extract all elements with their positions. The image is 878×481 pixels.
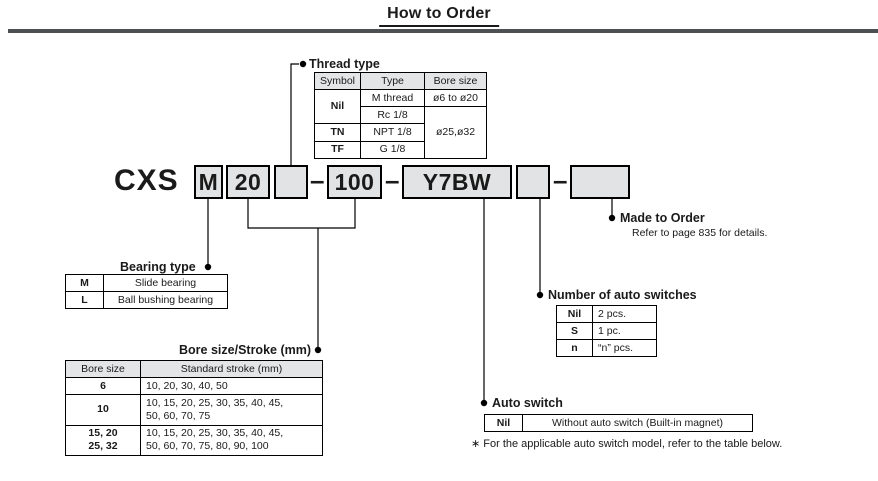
qty-desc-2pcs: 2 pcs.	[592, 304, 657, 324]
page-title: How to Order	[379, 5, 499, 27]
table-row: Nil Without auto switch (Built-in magnet…	[484, 413, 753, 433]
bearing-type-label: Bearing type	[120, 260, 196, 274]
thread-type-label: Thread type	[309, 57, 380, 71]
thread-type-m-thread: M thread	[360, 89, 425, 108]
qty-symbol-n: n	[556, 339, 593, 358]
table-row: M Slide bearing	[65, 273, 228, 293]
thread-symbol-tn: TN	[314, 123, 361, 142]
bore-6: 6	[65, 377, 141, 396]
auto-switch-desc: Without auto switch (Built-in magnet)	[522, 413, 753, 433]
col-header-bore-size: Bore size	[424, 71, 487, 91]
table-row: 10 10, 15, 20, 25, 30, 35, 40, 45, 50, 6…	[65, 394, 323, 426]
made-to-order-bullet	[608, 214, 616, 222]
bore-stroke-label: Bore size/Stroke (mm)	[179, 343, 311, 357]
thread-symbol-tf: TF	[314, 140, 361, 159]
made-to-order-note: Refer to page 835 for details.	[632, 227, 768, 239]
qty-desc-1pc: 1 pc.	[592, 322, 657, 341]
col-header-stroke: Standard stroke (mm)	[140, 359, 323, 379]
made-to-order-code-box	[570, 165, 630, 199]
switch-qty-code-box	[516, 165, 550, 199]
bearing-desc-slide: Slide bearing	[103, 273, 228, 293]
col-header-symbol: Symbol	[314, 71, 361, 91]
dash-separator: –	[385, 165, 400, 195]
thread-code-box	[274, 165, 308, 199]
table-row: Nil M thread ø6 to ø20	[314, 89, 487, 125]
auto-switch-note: ∗ For the applicable auto switch model, …	[471, 438, 783, 450]
bearing-type-bullet	[204, 263, 212, 271]
auto-switch-code-box: Y7BW	[402, 165, 512, 199]
qty-symbol-s: S	[556, 322, 593, 341]
bearing-code-box: M	[194, 165, 223, 199]
title-divider	[8, 29, 878, 33]
table-row: TN NPT 1/8	[314, 123, 487, 142]
thread-type-npt: NPT 1/8	[360, 123, 425, 142]
thread-type-g: G 1/8	[360, 140, 425, 159]
table-row: 15, 20 25, 32 10, 15, 20, 25, 30, 35, 40…	[65, 424, 323, 456]
bore-code-box: 20	[226, 165, 270, 199]
thread-type-table: Symbol Type Bore size Nil M thread ø6 to…	[314, 71, 487, 159]
stroke-code-box: 100	[327, 165, 382, 199]
dash-separator: –	[310, 165, 325, 195]
bearing-desc-ball: Ball bushing bearing	[103, 291, 228, 310]
stroke-15-32: 10, 15, 20, 25, 30, 35, 40, 45, 50, 60, …	[140, 424, 323, 456]
order-code-series: CXS	[114, 164, 179, 197]
bore-stroke-bracket	[247, 199, 356, 229]
table-row: L Ball bushing bearing	[65, 291, 228, 310]
dash-separator: –	[553, 165, 568, 195]
bore-stroke-bullet	[314, 346, 322, 354]
table-row: Rc 1/8 ø25,ø32	[315, 106, 487, 159]
qty-desc-npcs: “n” pcs.	[592, 339, 657, 358]
thread-bore-large: ø25,ø32	[424, 106, 487, 159]
thread-type-rc: Rc 1/8	[360, 106, 425, 125]
table-row: n “n” pcs.	[556, 339, 657, 358]
auto-switch-symbol-nil: Nil	[484, 413, 523, 433]
bearing-symbol-l: L	[65, 291, 104, 310]
bore-stroke-header-row: Bore size Standard stroke (mm)	[65, 359, 323, 379]
col-header-bore: Bore size	[65, 359, 141, 379]
thread-type-connector	[290, 63, 299, 165]
bore-15-32: 15, 20 25, 32	[65, 424, 141, 456]
thread-type-header-row: Symbol Type Bore size	[314, 71, 487, 91]
bore-stroke-table: Bore size Standard stroke (mm) 6 10, 20,…	[65, 359, 323, 456]
table-row: TF G 1/8	[314, 140, 487, 159]
col-header-type: Type	[360, 71, 425, 91]
qty-symbol-nil: Nil	[556, 304, 593, 324]
stroke-6: 10, 20, 30, 40, 50	[140, 377, 323, 396]
switch-qty-table: Nil 2 pcs. S 1 pc. n “n” pcs.	[556, 304, 657, 358]
bearing-type-table: M Slide bearing L Ball bushing bearing	[65, 273, 228, 310]
thread-bore-small: ø6 to ø20	[424, 89, 487, 108]
auto-switch-label: Auto switch	[492, 396, 563, 410]
bearing-symbol-m: M	[65, 273, 104, 293]
switch-qty-bullet	[536, 291, 544, 299]
auto-switch-bullet	[480, 399, 488, 407]
made-to-order-label: Made to Order	[620, 211, 705, 225]
thread-symbol-nil: Nil	[314, 89, 361, 125]
table-row: Nil 2 pcs.	[556, 304, 657, 324]
table-row: 6 10, 20, 30, 40, 50	[65, 377, 323, 396]
switch-qty-label: Number of auto switches	[548, 288, 697, 302]
bore-10: 10	[65, 394, 141, 426]
auto-switch-table: Nil Without auto switch (Built-in magnet…	[484, 413, 753, 433]
thread-type-bullet	[299, 60, 307, 68]
table-row: S 1 pc.	[556, 322, 657, 341]
stroke-10: 10, 15, 20, 25, 30, 35, 40, 45, 50, 60, …	[140, 394, 323, 426]
